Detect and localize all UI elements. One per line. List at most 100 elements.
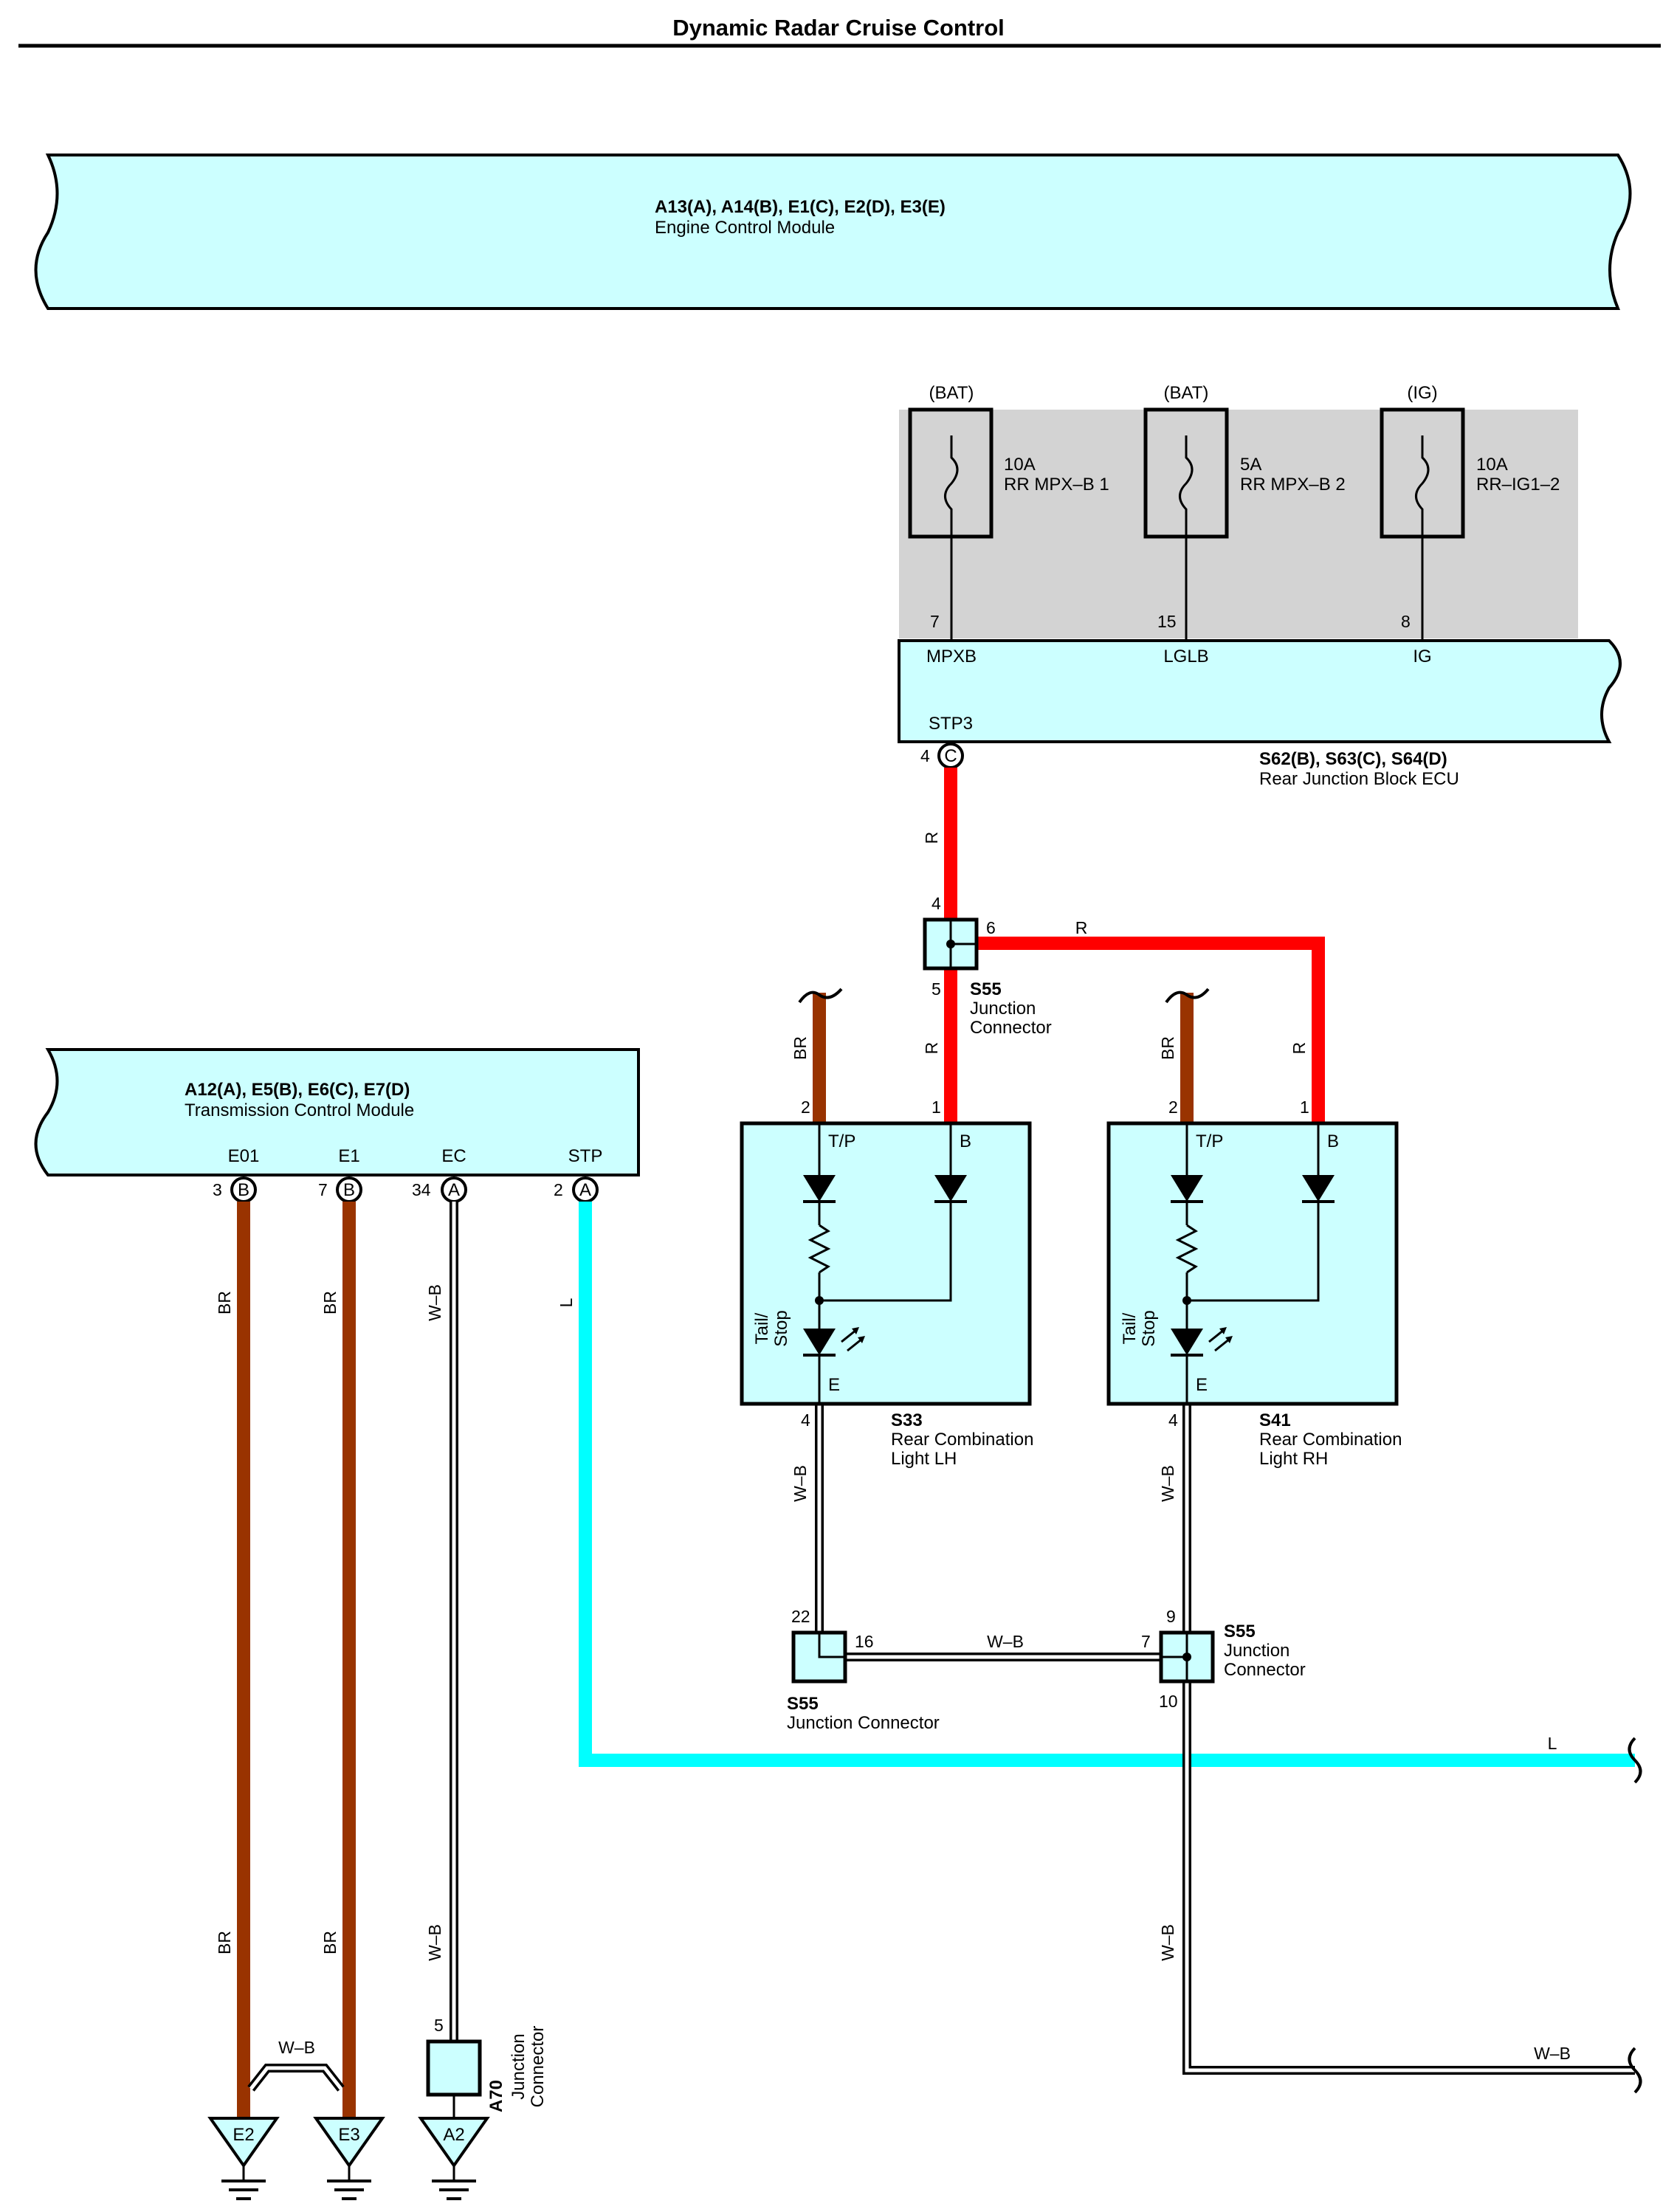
jc-name: Connector bbox=[1224, 1660, 1306, 1680]
svg-text:Stop: Stop bbox=[771, 1310, 791, 1346]
wire-label-wb: W–B bbox=[425, 1284, 444, 1321]
diagram-title: Dynamic Radar Cruise Control bbox=[672, 15, 1005, 41]
brown-wires: BR BR BR BR BR BR bbox=[215, 988, 1210, 2118]
svg-text:B: B bbox=[343, 1180, 355, 1200]
jc-pin: 6 bbox=[986, 918, 996, 937]
wire-label-br: BR bbox=[1158, 1036, 1177, 1060]
wire-label-wb: W–B bbox=[791, 1465, 810, 1502]
svg-text:B: B bbox=[960, 1131, 971, 1151]
ecm-codes: A13(A), A14(B), E1(C), E2(D), E3(E) bbox=[655, 197, 946, 217]
wire-label-wb: W–B bbox=[1534, 2044, 1571, 2063]
a70-id: A70 bbox=[486, 2080, 506, 2112]
svg-text:C: C bbox=[944, 746, 957, 766]
svg-text:16: 16 bbox=[855, 1632, 874, 1651]
ground-e3: E3 bbox=[313, 2117, 385, 2200]
rear-combination-light-rh: 2 1 T/P B Tail/ Stop E 4 S41 Rear Combin… bbox=[1106, 1098, 1402, 1469]
light-name: Rear Combination bbox=[891, 1430, 1033, 1450]
wire-label-r: R bbox=[1289, 1042, 1309, 1055]
svg-text:Tail/: Tail/ bbox=[1120, 1312, 1140, 1344]
light-name: Rear Combination bbox=[1259, 1430, 1402, 1450]
svg-text:T/P: T/P bbox=[828, 1131, 855, 1151]
fuse-rr-mpx-b2: (BAT) 5A RR MPX–B 2 15 bbox=[1143, 383, 1346, 641]
ecm-name: Engine Control Module bbox=[655, 218, 835, 238]
light-name: Light LH bbox=[891, 1449, 957, 1469]
svg-text:E3: E3 bbox=[338, 2125, 359, 2145]
svg-text:4: 4 bbox=[801, 1410, 810, 1430]
fuse-box-area bbox=[899, 410, 1578, 638]
svg-text:E2: E2 bbox=[233, 2125, 254, 2145]
svg-text:2: 2 bbox=[801, 1098, 810, 1117]
jc-pin: 5 bbox=[932, 979, 941, 999]
wire-label-l: L bbox=[557, 1298, 576, 1307]
tcm-connector-e01: B 3 bbox=[213, 1176, 257, 1203]
svg-text:4: 4 bbox=[1168, 1410, 1178, 1430]
svg-text:A2: A2 bbox=[443, 2125, 464, 2145]
fuse-name: RR MPX–B 2 bbox=[1240, 475, 1346, 495]
rear-combination-light-lh: 2 1 T/P B Tail/ Stop E 4 S33 Rear Combin… bbox=[740, 1098, 1033, 1469]
svg-text:22: 22 bbox=[791, 1607, 810, 1626]
tcm-connector-e1: B 7 bbox=[318, 1176, 362, 1203]
svg-text:7: 7 bbox=[318, 1180, 328, 1199]
wire-label-wb: W–B bbox=[987, 1632, 1024, 1651]
wire-label-br: BR bbox=[215, 1291, 234, 1315]
svg-text:T/P: T/P bbox=[1196, 1131, 1223, 1151]
fuse-rr-ig1-2: (IG) 10A RR–IG1–2 8 bbox=[1380, 383, 1560, 641]
wire-label-wb: W–B bbox=[278, 2038, 315, 2057]
tcm-connector-stp: A 2 bbox=[554, 1176, 599, 1203]
svg-text:2: 2 bbox=[554, 1180, 563, 1199]
s55-junction-connector-top: 4 6 5 S55 Junction Connector bbox=[923, 894, 1052, 1038]
ground-e2: E2 bbox=[207, 2117, 280, 2200]
wire-label-l: L bbox=[1548, 1734, 1557, 1753]
svg-text:1: 1 bbox=[1300, 1098, 1309, 1117]
jc-name: Junction bbox=[970, 999, 1036, 1019]
s55-junction-connector-bottom-left: 22 16 S55 Junction Connector bbox=[787, 1607, 940, 1733]
svg-text:1: 1 bbox=[932, 1098, 941, 1117]
fuse-source: (BAT) bbox=[1164, 383, 1209, 403]
light-id: S33 bbox=[891, 1410, 923, 1430]
svg-text:9: 9 bbox=[1166, 1607, 1176, 1626]
svg-text:7: 7 bbox=[1141, 1632, 1151, 1651]
tcm-codes: A12(A), E5(B), E6(C), E7(D) bbox=[185, 1080, 410, 1100]
jc-id: S55 bbox=[787, 1694, 819, 1714]
red-wires: R R R R bbox=[922, 768, 1325, 1123]
svg-text:5: 5 bbox=[434, 2016, 444, 2035]
fuse-source: (IG) bbox=[1407, 383, 1437, 403]
rjb-stp3-terminal: STP3 bbox=[929, 714, 973, 734]
svg-text:Stop: Stop bbox=[1139, 1310, 1159, 1346]
wire-label-wb: W–B bbox=[1158, 1924, 1177, 1961]
a70-junction-connector: 5 A70 Junction Connector bbox=[426, 2016, 548, 2118]
rjb-connector-c: C 4 bbox=[920, 742, 964, 769]
rear-junction-block-ecu: MPXB LGLB IG STP3 S62(B), S63(C), S64(D)… bbox=[898, 639, 1622, 789]
wire-label-r: R bbox=[922, 1042, 941, 1055]
jc-id: S55 bbox=[1224, 1622, 1256, 1641]
rjb-pin: 4 bbox=[920, 746, 930, 765]
wb-wires: W–B W–B W–B W–B W–B W–B W–B W–B bbox=[247, 1202, 1642, 2094]
fuse-pin: 8 bbox=[1401, 612, 1411, 631]
jc-id: S55 bbox=[970, 979, 1002, 999]
svg-text:A: A bbox=[448, 1180, 460, 1200]
svg-text:3: 3 bbox=[213, 1180, 222, 1199]
fuse-name: RR–IG1–2 bbox=[1476, 475, 1560, 495]
fuse-pin: 7 bbox=[930, 612, 940, 631]
fuse-pin: 15 bbox=[1157, 612, 1177, 631]
fuse-rr-mpx-b1: (BAT) 10A RR MPX–B 1 7 bbox=[908, 383, 1109, 641]
svg-text:A: A bbox=[579, 1180, 591, 1200]
rjb-terminal: LGLB bbox=[1163, 647, 1208, 666]
fuse-amp: 10A bbox=[1004, 455, 1036, 475]
jc-pin: 4 bbox=[932, 894, 941, 913]
cyan-stp-wire: L L bbox=[557, 1202, 1642, 1784]
rjb-codes: S62(B), S63(C), S64(D) bbox=[1259, 749, 1447, 769]
fuse-amp: 5A bbox=[1240, 455, 1261, 475]
svg-text:E: E bbox=[828, 1375, 840, 1395]
wire-label-wb: W–B bbox=[425, 1924, 444, 1961]
wire-label-br: BR bbox=[791, 1036, 810, 1060]
jc-name: Junction bbox=[1224, 1641, 1289, 1661]
tcm-name: Transmission Control Module bbox=[185, 1100, 414, 1120]
engine-control-module: A13(A), A14(B), E1(C), E2(D), E3(E) Engi… bbox=[34, 154, 1632, 310]
tcm-terminal: EC bbox=[441, 1146, 466, 1166]
svg-text:2: 2 bbox=[1168, 1098, 1178, 1117]
a70-name: Junction bbox=[509, 2033, 528, 2099]
rjb-terminal: MPXB bbox=[926, 647, 977, 666]
rjb-terminal: IG bbox=[1413, 647, 1431, 666]
